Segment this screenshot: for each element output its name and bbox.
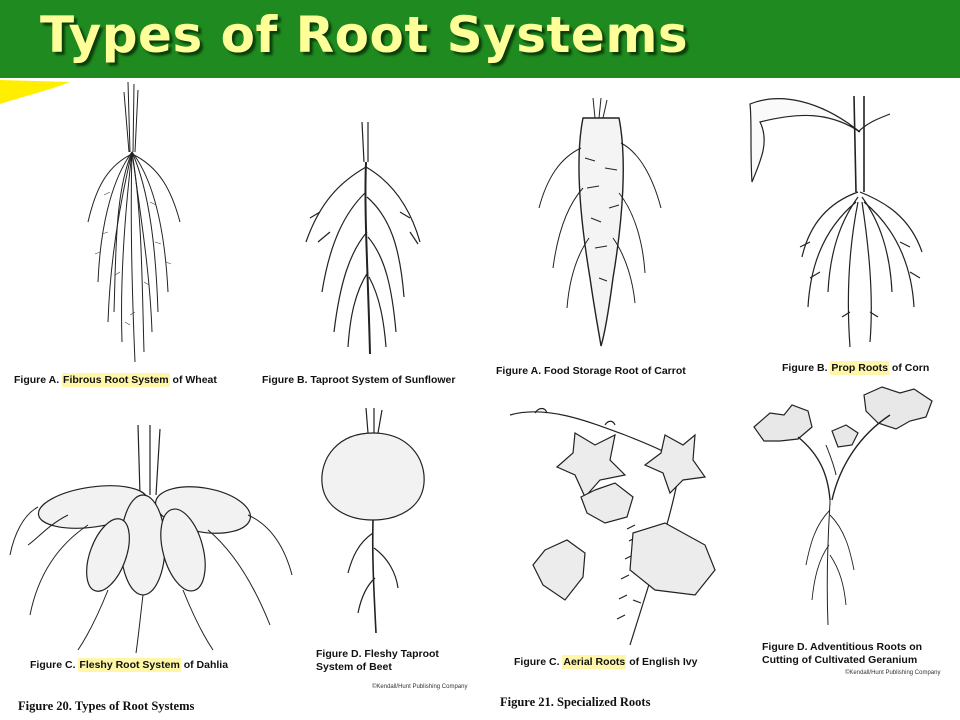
publisher-credit-left: ©Kendall/Hunt Publishing Company: [372, 684, 468, 690]
caption-line-1: Figure D. Adventitious Roots on: [762, 641, 923, 653]
caption-prefix: Figure A.: [14, 374, 63, 386]
geranium-adventitious-roots-drawing: [753, 386, 933, 626]
corn-prop-roots-drawing: [749, 95, 923, 348]
caption-highlight: Fleshy Root System: [78, 658, 181, 672]
caption-fibrous-root-wheat: Figure A. Fibrous Root System of Wheat: [14, 373, 217, 387]
caption-highlight: Aerial Roots: [562, 655, 627, 669]
caption-highlight: Fibrous Root System: [62, 373, 170, 387]
caption-prefix: Figure C.: [30, 659, 79, 671]
caption-prefix: Figure C.: [514, 656, 563, 668]
page-title: Types of Root Systems: [40, 6, 689, 64]
caption-fleshy-taproot-beet: Figure D. Fleshy Taproot System of Beet: [316, 648, 439, 674]
caption-highlight: Prop Roots: [830, 361, 890, 375]
caption-suffix: of Corn: [889, 362, 930, 374]
title-bar: Types of Root Systems: [0, 0, 960, 78]
caption-suffix: of Dahlia: [180, 659, 229, 671]
caption-taproot-sunflower: Figure B. Taproot System of Sunflower: [262, 374, 456, 386]
caption-adventitious-roots-geranium: Figure D. Adventitious Roots on Cutting …: [762, 641, 922, 667]
caption-line-2: Cutting of Cultivated Geranium: [762, 654, 918, 666]
wheat-fibrous-root-drawing: [87, 81, 181, 363]
english-ivy-aerial-roots-drawing: [509, 407, 716, 646]
caption-suffix: of English Ivy: [626, 656, 698, 668]
carrot-storage-root-drawing: [538, 97, 662, 347]
caption-line-1: Figure D. Fleshy Taproot: [316, 648, 439, 660]
caption-aerial-roots-ivy: Figure C. Aerial Roots of English Ivy: [514, 655, 698, 669]
caption-suffix: of Wheat: [169, 374, 217, 386]
figure-20-title: Figure 20. Types of Root Systems: [18, 699, 195, 713]
caption-prop-roots-corn: Figure B. Prop Roots of Corn: [782, 361, 930, 375]
caption-fleshy-root-dahlia: Figure C. Fleshy Root System of Dahlia: [30, 658, 229, 672]
sunflower-taproot-drawing: [305, 121, 421, 355]
beet-taproot-drawing: [321, 407, 425, 634]
caption-prefix: Figure B.: [782, 362, 831, 374]
accent-swoosh: [0, 80, 70, 104]
caption-storage-root-carrot: Figure A. Food Storage Root of Carrot: [496, 365, 686, 377]
dahlia-fleshy-roots-drawing: [9, 424, 293, 654]
figure-21-title: Figure 21. Specialized Roots: [500, 695, 651, 709]
publisher-credit-right: ©Kendall/Hunt Publishing Company: [845, 670, 941, 676]
caption-line-2: System of Beet: [316, 661, 392, 673]
